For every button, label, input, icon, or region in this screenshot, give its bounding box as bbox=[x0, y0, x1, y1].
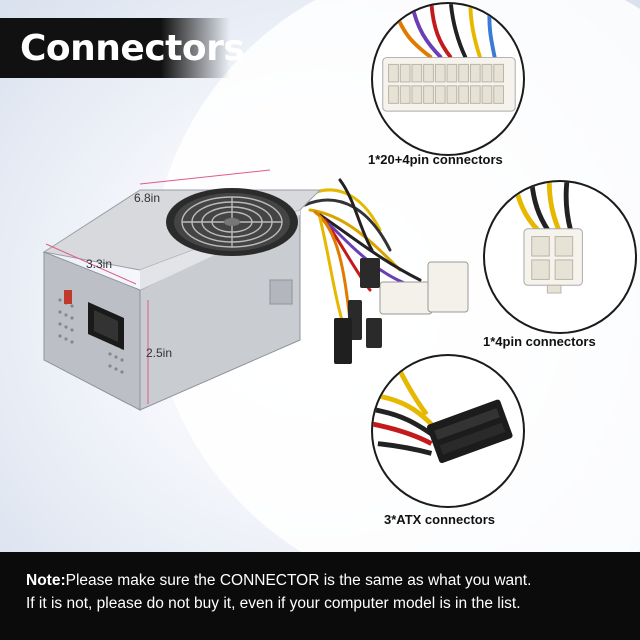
page-title: Connectors bbox=[20, 27, 245, 69]
connector-label-4pin: 1*4pin connectors bbox=[483, 334, 596, 349]
note-line-2: If it is not, please do not buy it, even… bbox=[26, 595, 521, 612]
connector-4pin-circle bbox=[483, 180, 637, 334]
note-bar: Note:Please make sure the CONNECTOR is t… bbox=[0, 552, 640, 640]
title-banner: Connectors bbox=[0, 18, 245, 78]
connector-24pin-circle bbox=[371, 2, 525, 156]
sata-power-connector-icon bbox=[373, 356, 513, 464]
power-supply-illustration bbox=[42, 169, 469, 411]
note-line-1: Note:Please make sure the CONNECTOR is t… bbox=[26, 569, 640, 592]
atx-24pin-connector-icon bbox=[382, 4, 516, 112]
note-text-1: Please make sure the CONNECTOR is the sa… bbox=[65, 572, 532, 589]
note-prefix: Note: bbox=[26, 572, 66, 589]
connector-label-sata: 3*ATX connectors bbox=[384, 512, 496, 527]
dimension-length: 6.8in bbox=[134, 191, 161, 205]
dimension-width: 3.3in bbox=[86, 257, 113, 271]
connector-sata-circle bbox=[371, 354, 525, 508]
4pin-cpu-connector-icon bbox=[511, 182, 583, 294]
connector-label-24pin: 1*20+4pin connectors bbox=[368, 152, 503, 167]
dimension-height: 2.5in bbox=[146, 346, 173, 360]
